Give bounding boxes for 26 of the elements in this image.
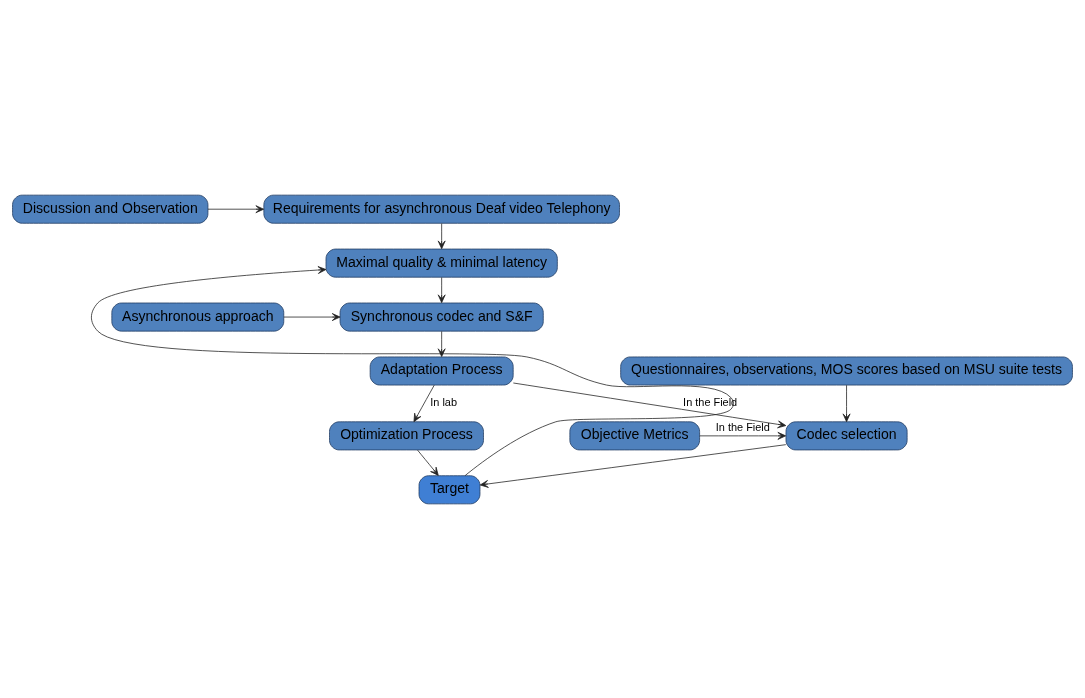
node-box: Codec selection	[785, 420, 908, 450]
arrow	[512, 382, 787, 428]
node-box: Adaptation Process	[369, 356, 514, 385]
arrow	[91, 265, 734, 476]
edge-label: In lab	[430, 395, 458, 408]
node-box: Maximal quality & minimal latency	[325, 248, 558, 278]
arrow	[283, 312, 341, 321]
node-box: Discussion and Observation	[12, 194, 209, 224]
arrow	[417, 449, 439, 476]
node-box: Requirements for asynchronous Deaf video Telephony	[263, 194, 620, 224]
arrow	[842, 384, 851, 422]
node-box: Synchronous codec and S&F	[339, 302, 544, 331]
edge-label: In the Field	[715, 420, 770, 433]
arrow	[413, 384, 435, 422]
arrow	[207, 204, 265, 213]
node-box: Target	[418, 474, 481, 504]
node-box: Optimization Process	[329, 420, 484, 450]
edge-label: In the Field	[683, 395, 738, 408]
arrow	[437, 222, 446, 249]
arrow	[699, 431, 787, 440]
node-box: Asynchronous approach	[111, 302, 285, 331]
node-box: Questionnaires, observations, MOS scores based on MSU suite tests	[620, 356, 1073, 385]
arrow	[437, 276, 446, 303]
arrow	[437, 330, 446, 357]
arrow	[479, 443, 787, 488]
node-box: Objective Metrics	[569, 420, 700, 450]
